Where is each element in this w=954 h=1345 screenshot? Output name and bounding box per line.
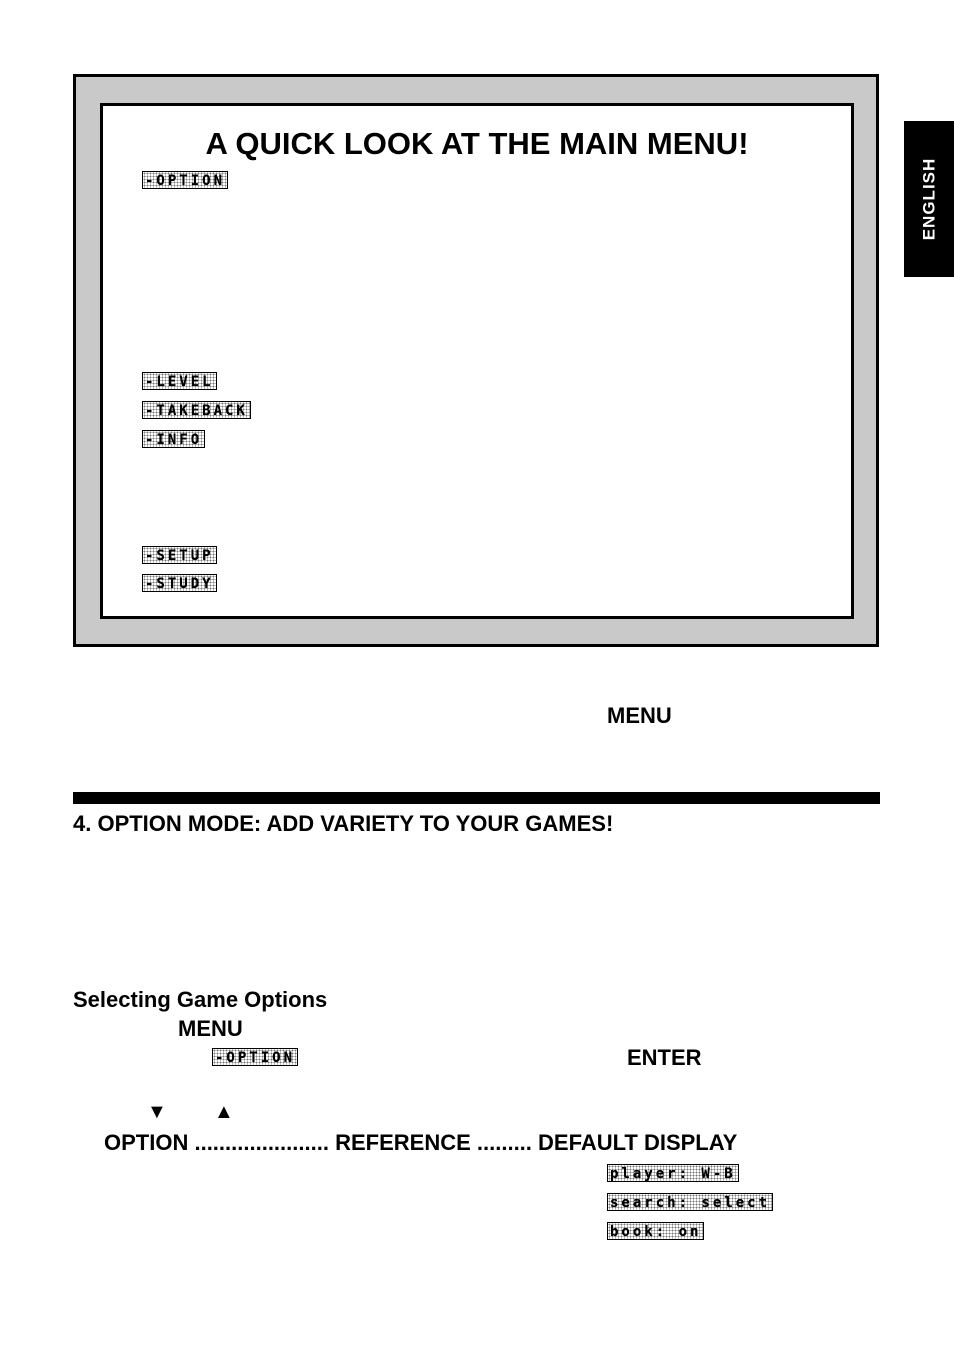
menu-key-reference: MENU	[178, 1016, 243, 1041]
section-divider	[73, 792, 880, 804]
menu-item-level-label: -LEVEL	[142, 372, 217, 390]
menu-item-info-label: -INFO	[142, 430, 206, 448]
menu-item-study: -STUDY	[142, 574, 217, 593]
col-option: OPTION	[104, 1130, 189, 1155]
default-search-label: search: select	[607, 1193, 774, 1211]
menu-item-level: -LEVEL	[142, 372, 217, 391]
options-header-row: OPTION ...................... REFERENCE …	[104, 1130, 737, 1156]
menu-item-study-label: -STUDY	[142, 574, 217, 592]
default-player-label: player: W-B	[607, 1164, 739, 1182]
menu-item-info: -INFO	[142, 430, 206, 449]
enter-key-reference: ENTER	[627, 1045, 702, 1070]
default-book-label: book: on	[607, 1222, 705, 1240]
menu-item-takeback-label: -TAKEBACK	[142, 401, 251, 419]
subheading-selecting-game-options: Selecting Game Options	[73, 987, 328, 1012]
menu-key-label: MENU	[607, 703, 672, 728]
menu-item-setup: -SETUP	[142, 546, 217, 565]
menu-item-option-label: -OPTION	[142, 171, 229, 189]
menu-item-setup-label: -SETUP	[142, 546, 217, 564]
option-display: -OPTION	[212, 1048, 299, 1067]
leader-dots-1: ......................	[194, 1130, 329, 1155]
menu-item-takeback: -TAKEBACK	[142, 401, 251, 420]
option-display-label: -OPTION	[212, 1048, 299, 1066]
menu-item-option: -OPTION	[142, 171, 229, 190]
default-display-search: search: select	[607, 1193, 774, 1212]
col-reference: REFERENCE	[335, 1130, 471, 1155]
language-tab: ENGLISH	[904, 121, 954, 277]
default-display-book: book: on	[607, 1222, 705, 1241]
main-menu-title: A QUICK LOOK AT THE MAIN MENU!	[205, 126, 749, 161]
leader-dots-2: .........	[476, 1130, 532, 1155]
col-default-display: DEFAULT DISPLAY	[538, 1130, 738, 1155]
language-tab-label: ENGLISH	[919, 157, 938, 241]
down-arrow-icon: ▼	[147, 1101, 167, 1123]
default-display-player: player: W-B	[607, 1164, 739, 1183]
section-heading: 4. OPTION MODE: ADD VARIETY TO YOUR GAME…	[73, 811, 614, 836]
up-arrow-icon: ▲	[214, 1101, 234, 1123]
main-menu-screen	[100, 103, 854, 619]
